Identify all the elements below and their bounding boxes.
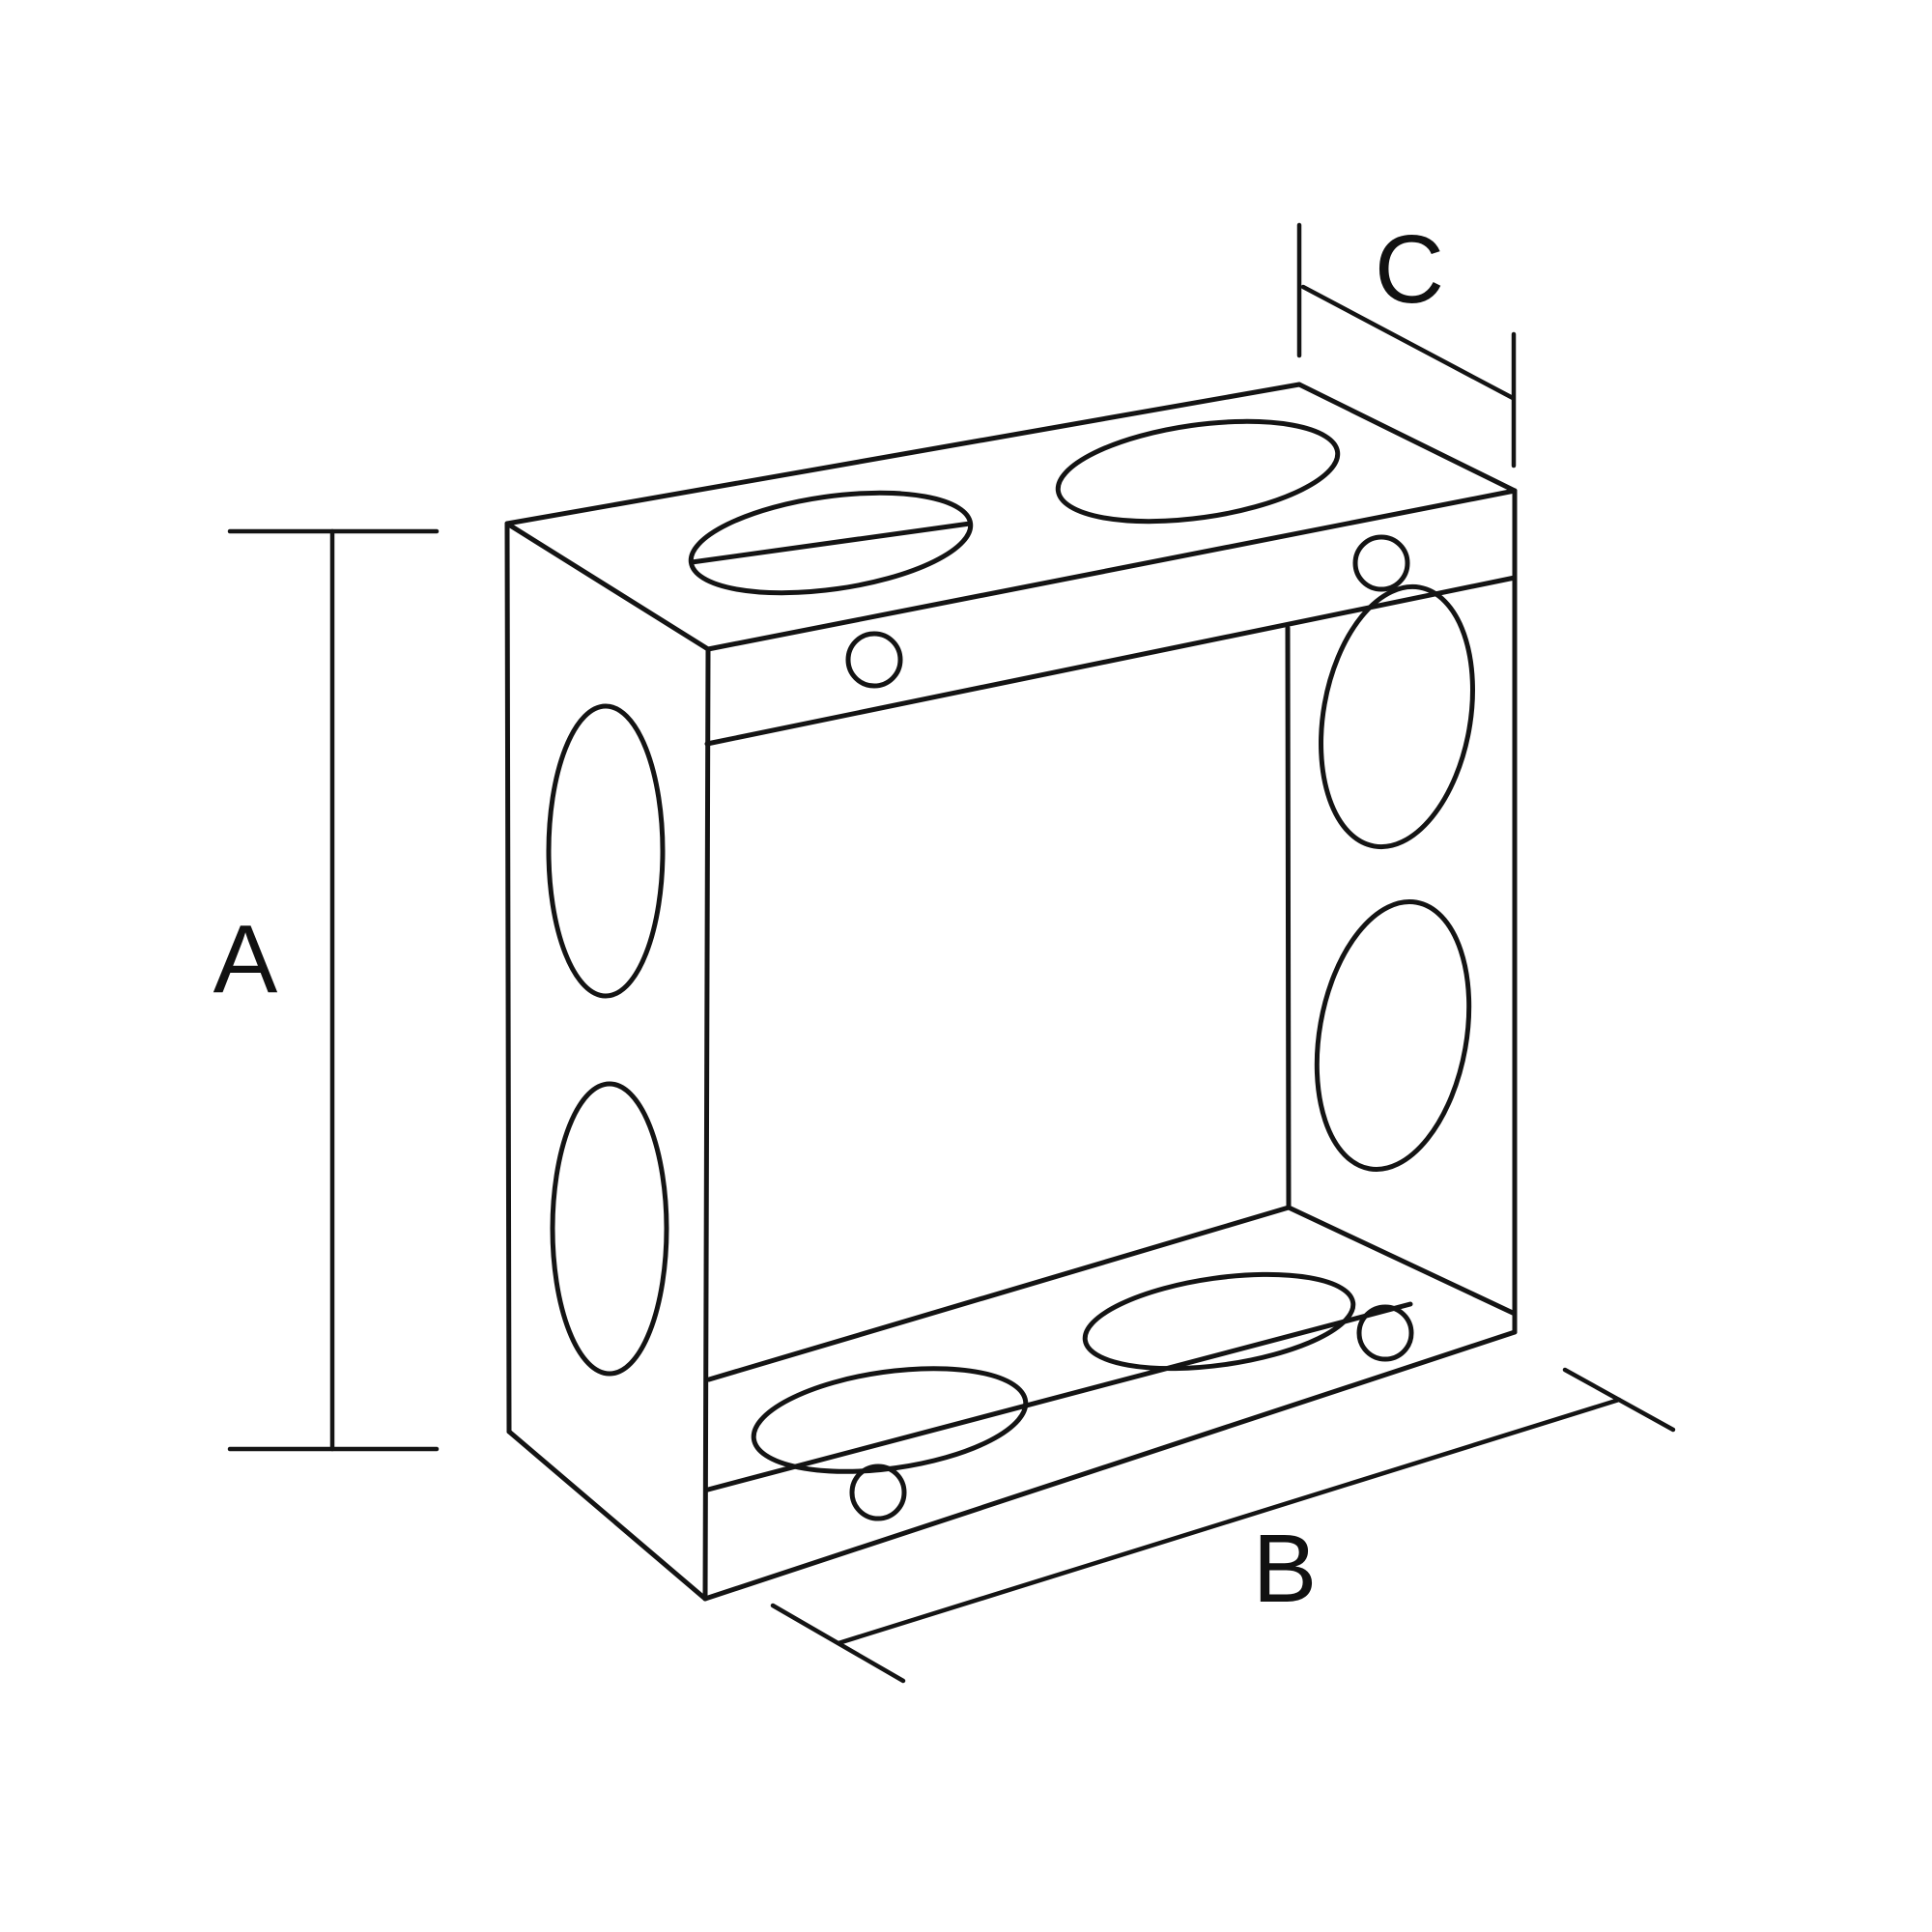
top-flange-screw-hole-left — [845, 631, 903, 689]
opening-bottom-edge — [706, 1205, 1292, 1382]
dimension-c-label: C — [1375, 215, 1444, 324]
top-back-edge — [504, 382, 1302, 526]
dimension-a: A — [213, 528, 440, 1452]
bottom-front-edge — [702, 1329, 1518, 1602]
bottom-flange-screw-hole-left — [849, 1463, 907, 1521]
dimension-a-label: A — [213, 905, 278, 1013]
knockouts — [546, 418, 1475, 1474]
box-opening-edges — [704, 575, 1518, 1492]
top-flange-screw-hole-right — [1352, 534, 1410, 592]
dimension-c: C — [1296, 215, 1517, 469]
opening-top-edge — [704, 575, 1518, 747]
dimension-b-right-tick — [1562, 1367, 1676, 1433]
opening-corner-depth-edge — [1286, 1205, 1518, 1317]
top-knockout-oval — [1055, 418, 1341, 525]
front-left-vertical-edge — [702, 646, 711, 1602]
top-front-edge — [705, 488, 1518, 652]
box-outer-edges — [504, 382, 1518, 1602]
left-back-vertical-edge — [504, 521, 512, 1435]
left-knockout-oval-upper — [546, 703, 666, 999]
bottom-knockout-oval-clipped — [1082, 1271, 1356, 1372]
top-right-depth-edge — [1296, 382, 1518, 494]
dimension-b-line — [836, 1397, 1622, 1646]
dimension-b: B — [770, 1367, 1676, 1684]
bottom-flange-screw-hole-right — [1356, 1304, 1414, 1362]
screw-holes — [845, 534, 1414, 1521]
bottom-left-depth-edge — [506, 1429, 708, 1602]
left-knockout-oval-lower — [550, 1081, 669, 1377]
top-knockout-slot-line — [689, 521, 973, 565]
opening-right-vertical-edge — [1285, 625, 1292, 1210]
dimension-c-line — [1300, 284, 1516, 401]
dimension-b-label: B — [1253, 1515, 1318, 1623]
bottom-flange-inner-edge — [705, 1301, 1413, 1492]
top-left-depth-edge — [504, 521, 711, 652]
bottom-knockout-oval — [751, 1366, 1029, 1474]
right-knockout-oval-upper — [1319, 583, 1475, 850]
right-knockout-oval-lower — [1314, 898, 1472, 1173]
